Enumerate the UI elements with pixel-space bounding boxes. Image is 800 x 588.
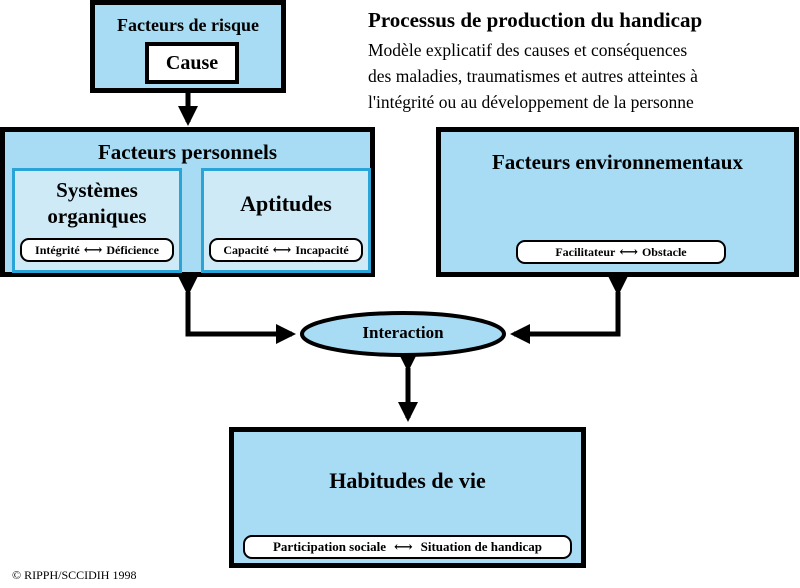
participation-handicap-scale: Participation sociale ⟷ Situation de han…	[243, 535, 572, 559]
scale-left-label: Facilitateur	[555, 244, 616, 259]
interaction-label: Interaction	[362, 323, 444, 342]
scale-right-label: Incapacité	[295, 242, 349, 257]
personal-factors-title: Facteurs personnels	[97, 140, 278, 164]
subtitle-line: Modèle explicatif des causes et conséque…	[368, 40, 688, 60]
aptitudes-box: Aptitudes Capacité ⟷ Incapacité	[201, 168, 371, 273]
interaction-ellipse	[300, 311, 506, 357]
scale-left-label: Capacité	[223, 242, 269, 257]
facilitator-obstacle-scale: Facilitateur ⟷ Obstacle	[516, 240, 726, 264]
subtitle-line: des maladies, traumatismes et autres att…	[368, 66, 698, 86]
scale-left-label: Participation sociale	[272, 539, 386, 554]
environmental-factors-title: Facteurs environnementaux	[491, 150, 743, 174]
environmental-factors-box: Facteurs environnementaux Facilitateur ⟷…	[436, 127, 799, 277]
scale-left-label: Intégrité	[35, 242, 80, 257]
subtitle-line: l'intégrité ou au développement de la pe…	[368, 92, 694, 112]
scale-right-label: Situation de handicap	[420, 539, 543, 554]
scale-right-label: Obstacle	[641, 244, 687, 259]
life-habits-title: Habitudes de vie	[329, 468, 486, 493]
risk-factors-title: Facteurs de risque	[117, 15, 259, 35]
double-arrow-icon: ⟷	[394, 539, 413, 554]
organic-systems-title-line: Systèmes	[56, 178, 138, 202]
cause-box: Cause	[145, 42, 239, 84]
organic-systems-box: Systèmes organiques Intégrité ⟷ Déficien…	[12, 168, 182, 273]
integrity-deficiency-scale: Intégrité ⟷ Déficience	[20, 238, 174, 262]
arrow-personal-interaction	[178, 275, 296, 344]
double-arrow-icon: ⟷	[619, 244, 638, 259]
diagram-subtitle: Modèle explicatif des causes et conséque…	[368, 37, 698, 115]
aptitudes-title: Aptitudes	[240, 191, 332, 216]
capacity-incapacity-scale: Capacité ⟷ Incapacité	[209, 238, 363, 262]
double-arrow-icon: ⟷	[272, 242, 292, 257]
organic-systems-title-line: organiques	[47, 204, 147, 228]
diagram-title: Processus de production du handicap	[368, 8, 703, 32]
personal-factors-box: Facteurs personnels Systèmes organiques …	[0, 127, 375, 277]
double-arrow-icon: ⟷	[83, 242, 103, 257]
risk-factors-box: Facteurs de risque Cause	[90, 0, 286, 93]
arrow-environment-interaction	[510, 275, 628, 344]
organic-systems-title: Systèmes organiques	[15, 177, 179, 229]
copyright-notice: © RIPPH/SCCIDIH 1998	[12, 568, 137, 582]
scale-right-label: Déficience	[106, 242, 159, 257]
life-habits-box: Habitudes de vie Participation sociale ⟷…	[229, 427, 586, 568]
